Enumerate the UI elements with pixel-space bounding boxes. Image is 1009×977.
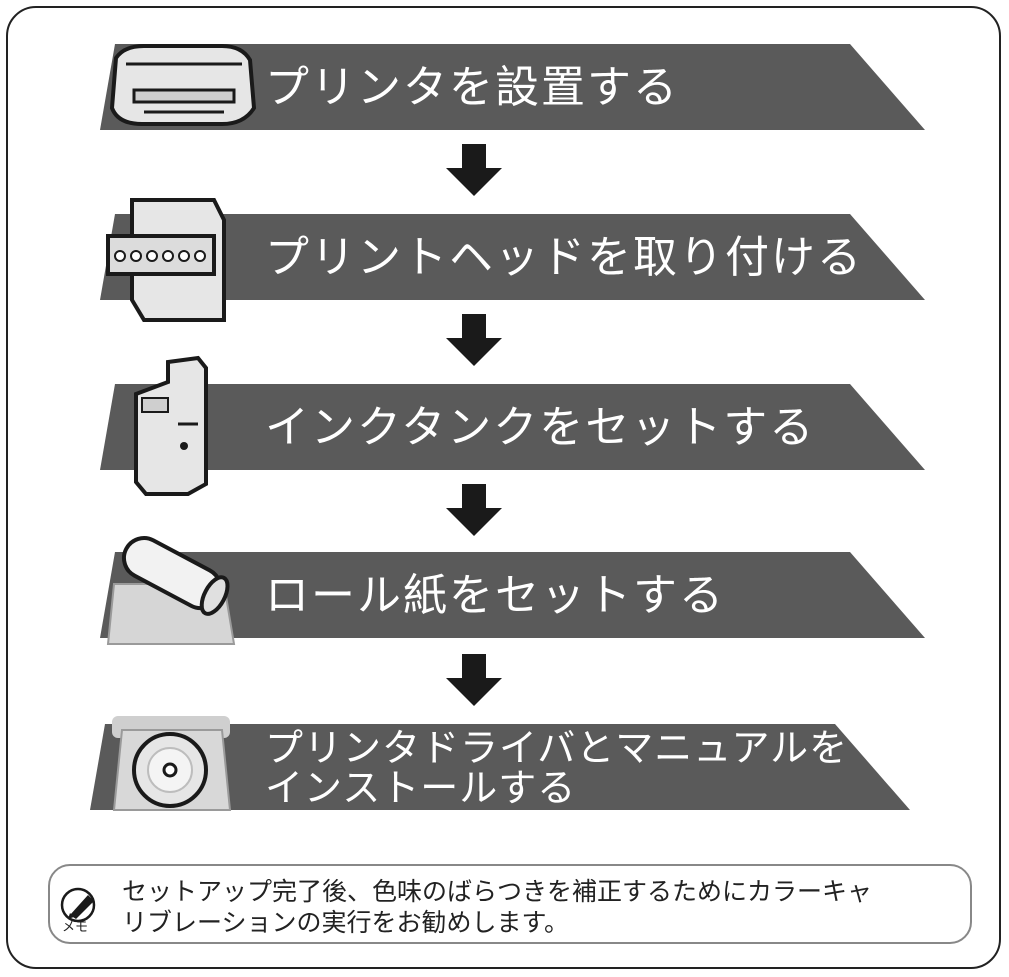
pencil-icon	[60, 887, 96, 923]
down-arrow-1	[446, 144, 502, 196]
step-3-label: インクタンクをセットする	[265, 402, 816, 453]
memo-box: メモ セットアップ完了後、色味のばらつきを補正するためにカラーキャ リブレーショ…	[48, 864, 972, 944]
memo-line-1: セットアップ完了後、色味のばらつきを補正するためにカラーキャ	[122, 877, 873, 906]
step-2-banner	[100, 214, 925, 300]
step-2-label: プリントヘッドを取り付ける	[265, 232, 863, 283]
step-3: インクタンクをセットする	[0, 355, 1009, 496]
step-5: プリンタドライバとマニュアルを インストールする	[0, 716, 1009, 812]
roll-paper-icon	[106, 536, 236, 645]
printer-icon	[109, 44, 257, 126]
step-1: プリンタを設置する	[0, 44, 1009, 132]
down-arrow-3	[446, 484, 502, 536]
step-2: プリントヘッドを取り付ける	[0, 198, 1009, 322]
step-4: ロール紙をセットする	[0, 536, 1009, 645]
step-5-label: プリンタドライバとマニュアルを インストールする	[265, 728, 848, 808]
memo-line-2: リブレーションの実行をお勧めします。	[122, 908, 570, 937]
cd-rom-icon	[112, 716, 232, 811]
down-arrow-2	[446, 314, 502, 366]
step-1-banner	[100, 44, 925, 130]
down-arrow-4	[446, 654, 502, 706]
step-4-banner	[100, 552, 925, 638]
step-5-banner	[90, 724, 910, 810]
step-1-label: プリンタを設置する	[265, 62, 679, 113]
step-4-label: ロール紙をセットする	[265, 570, 725, 621]
memo-text: セットアップ完了後、色味のばらつきを補正するためにカラーキャ リブレーションの実…	[122, 876, 962, 938]
step-5-label-line2: インストールする	[265, 766, 577, 810]
printhead-icon	[106, 198, 226, 322]
step-3-banner	[100, 384, 925, 470]
memo-caption: メモ	[62, 920, 89, 935]
ink-tank-icon	[134, 355, 208, 496]
step-5-label-line1: プリンタドライバとマニュアルを	[265, 726, 849, 770]
